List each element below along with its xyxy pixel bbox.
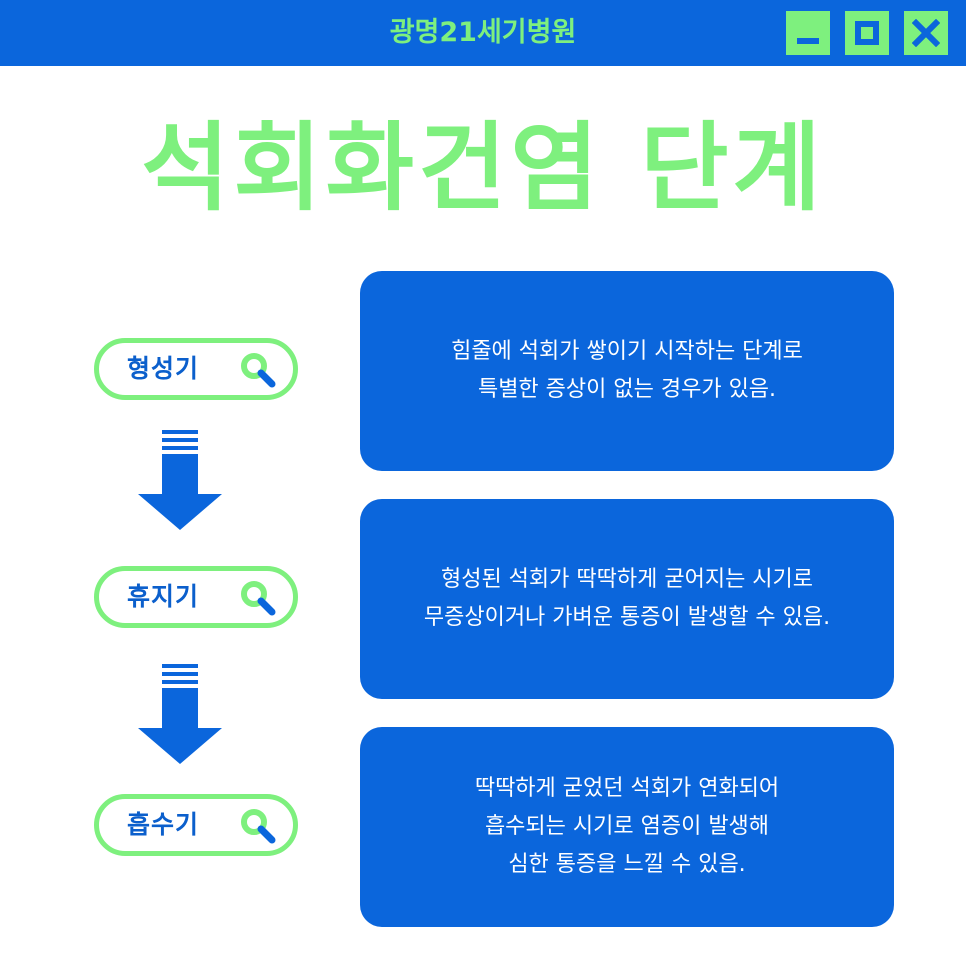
search-icon (241, 353, 276, 388)
description-line: 형성된 석회가 딱딱하게 굳어지는 시기로 (440, 567, 814, 592)
minimize-icon (797, 38, 819, 44)
app-title: 광명21세기병원 (389, 17, 577, 48)
maximize-icon (855, 21, 879, 45)
stage-label: 흡수기 (127, 810, 200, 839)
close-button[interactable] (904, 11, 948, 55)
stage-label: 휴지기 (127, 582, 200, 611)
page-title: 석회화건염 단계 (141, 112, 825, 224)
description-line: 심한 통증을 느낄 수 있음. (508, 852, 746, 877)
minimize-button[interactable] (786, 11, 830, 55)
stage-description-card: 힘줄에 석회가 쌓이기 시작하는 단계로 특별한 증상이 없는 경우가 있음. (360, 271, 894, 471)
description-line: 딱딱하게 굳었던 석회가 연화되어 (474, 776, 780, 801)
description-line: 무증상이거나 가벼운 통증이 발생할 수 있음. (423, 605, 831, 630)
description-line: 특별한 증상이 없는 경우가 있음. (477, 377, 777, 402)
stage-pill-resting[interactable]: 휴지기 (94, 566, 298, 628)
stage-pill-formation[interactable]: 형성기 (94, 338, 298, 400)
down-arrow-icon (138, 430, 222, 530)
description-line: 힘줄에 석회가 쌓이기 시작하는 단계로 (451, 339, 803, 364)
stage-pill-absorption[interactable]: 흡수기 (94, 794, 298, 856)
search-icon (241, 581, 276, 616)
down-arrow-icon (138, 664, 222, 764)
search-icon (241, 809, 276, 844)
stage-description-card: 딱딱하게 굳었던 석회가 연화되어 흡수되는 시기로 염증이 발생해 심한 통증… (360, 727, 894, 927)
stage-label: 형성기 (127, 354, 200, 383)
stage-description-card: 형성된 석회가 딱딱하게 굳어지는 시기로 무증상이거나 가벼운 통증이 발생할… (360, 499, 894, 699)
maximize-button[interactable] (845, 11, 889, 55)
description-line: 흡수되는 시기로 염증이 발생해 (484, 814, 770, 839)
close-icon (912, 19, 940, 47)
title-bar: 광명21세기병원 (0, 0, 966, 66)
